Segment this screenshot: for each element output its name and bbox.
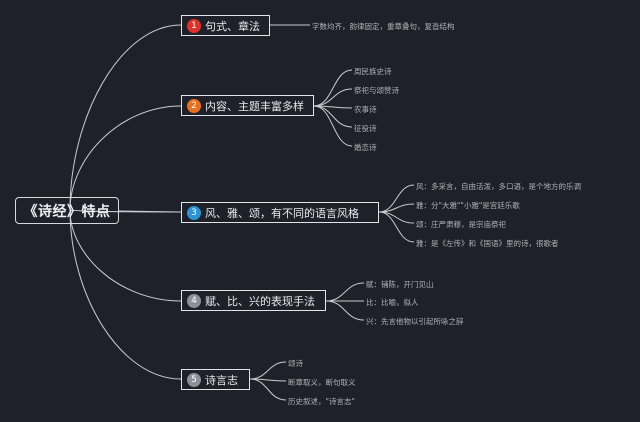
leaf-4-1[interactable]: 赋：铺陈，开门见山 <box>366 280 434 289</box>
branch-node-1[interactable]: 1 句式、章法 <box>181 15 270 36</box>
leaf-4-2[interactable]: 比：比喻，拟人 <box>366 298 419 307</box>
branch-label: 风、雅、颂，有不同的语言风格 <box>205 206 359 220</box>
root-connector-direct <box>118 210 182 213</box>
leaf-3-2[interactable]: 雅：分"大雅""小雅"是宫廷乐歌 <box>416 201 520 210</box>
number-badge: 5 <box>187 372 201 387</box>
leaf-4-3[interactable]: 兴：先言他物以引起所咏之辞 <box>366 317 464 326</box>
leaf-1-1[interactable]: 字数均齐，韵律固定，重章叠句，复沓结构 <box>312 22 455 31</box>
leaf-connector-2-2 <box>313 88 353 107</box>
leaf-2-5[interactable]: 婚恋诗 <box>354 143 377 152</box>
leaf-5-2[interactable]: 断章取义，断句取义 <box>288 378 356 387</box>
number-badge: 2 <box>187 98 201 113</box>
leaf-2-1[interactable]: 周民族史诗 <box>354 67 392 76</box>
leaf-connector-3-1 <box>378 184 415 213</box>
leaf-connector-3-4 <box>378 211 415 243</box>
branch-label: 内容、主题丰富多样 <box>205 99 304 113</box>
number-badge: 1 <box>187 18 201 33</box>
root-node[interactable]: 《诗经》特点 <box>15 197 119 224</box>
branch-label: 诗言志 <box>205 373 238 387</box>
number-badge: 3 <box>187 205 201 220</box>
leaf-2-3[interactable]: 农事诗 <box>354 105 377 114</box>
branch-node-2[interactable]: 2 内容、主题丰富多样 <box>181 95 314 116</box>
leaf-2-4[interactable]: 征役诗 <box>354 124 377 133</box>
root-label: 《诗经》特点 <box>23 203 111 220</box>
leaf-connector-2-1 <box>313 69 353 107</box>
leaf-connector-4-3 <box>325 300 365 321</box>
leaf-3-4[interactable]: 雅：是《左传》和《国语》里的诗，很歌者 <box>416 239 559 248</box>
leaf-connector-5-1 <box>249 361 287 380</box>
branch-node-5[interactable]: 5 诗言志 <box>181 369 250 390</box>
leaf-5-3[interactable]: 历史叙述，"诗言志" <box>288 397 355 406</box>
leaf-2-2[interactable]: 祭祀与颂赞诗 <box>354 86 399 95</box>
branch-label: 句式、章法 <box>205 19 260 33</box>
branch-node-3[interactable]: 3 风、雅、颂，有不同的语言风格 <box>181 202 379 223</box>
leaf-3-3[interactable]: 颂：庄严肃穆，是宗庙祭祀 <box>416 220 506 229</box>
root-connector-2 <box>69 105 182 211</box>
leaf-5-1[interactable]: 颂诗 <box>288 359 303 368</box>
leaf-connector-4-1 <box>325 282 365 302</box>
root-connector-5 <box>69 209 182 380</box>
leaf-3-1[interactable]: 风：多采言，自由活泼，多口语，是个地方的乐调 <box>416 182 581 191</box>
leaf-connector-3-3 <box>378 211 415 224</box>
leaf-connector-2-4 <box>313 105 353 128</box>
branch-node-4[interactable]: 4 赋、比、兴的表现手法 <box>181 290 326 311</box>
leaf-connector-5-3 <box>249 378 287 401</box>
root-connector-4 <box>69 209 182 302</box>
number-badge: 4 <box>187 293 201 308</box>
root-connector-1 <box>69 24 182 211</box>
branch-label: 赋、比、兴的表现手法 <box>205 294 315 308</box>
leaf-connector-2-5 <box>313 105 353 147</box>
